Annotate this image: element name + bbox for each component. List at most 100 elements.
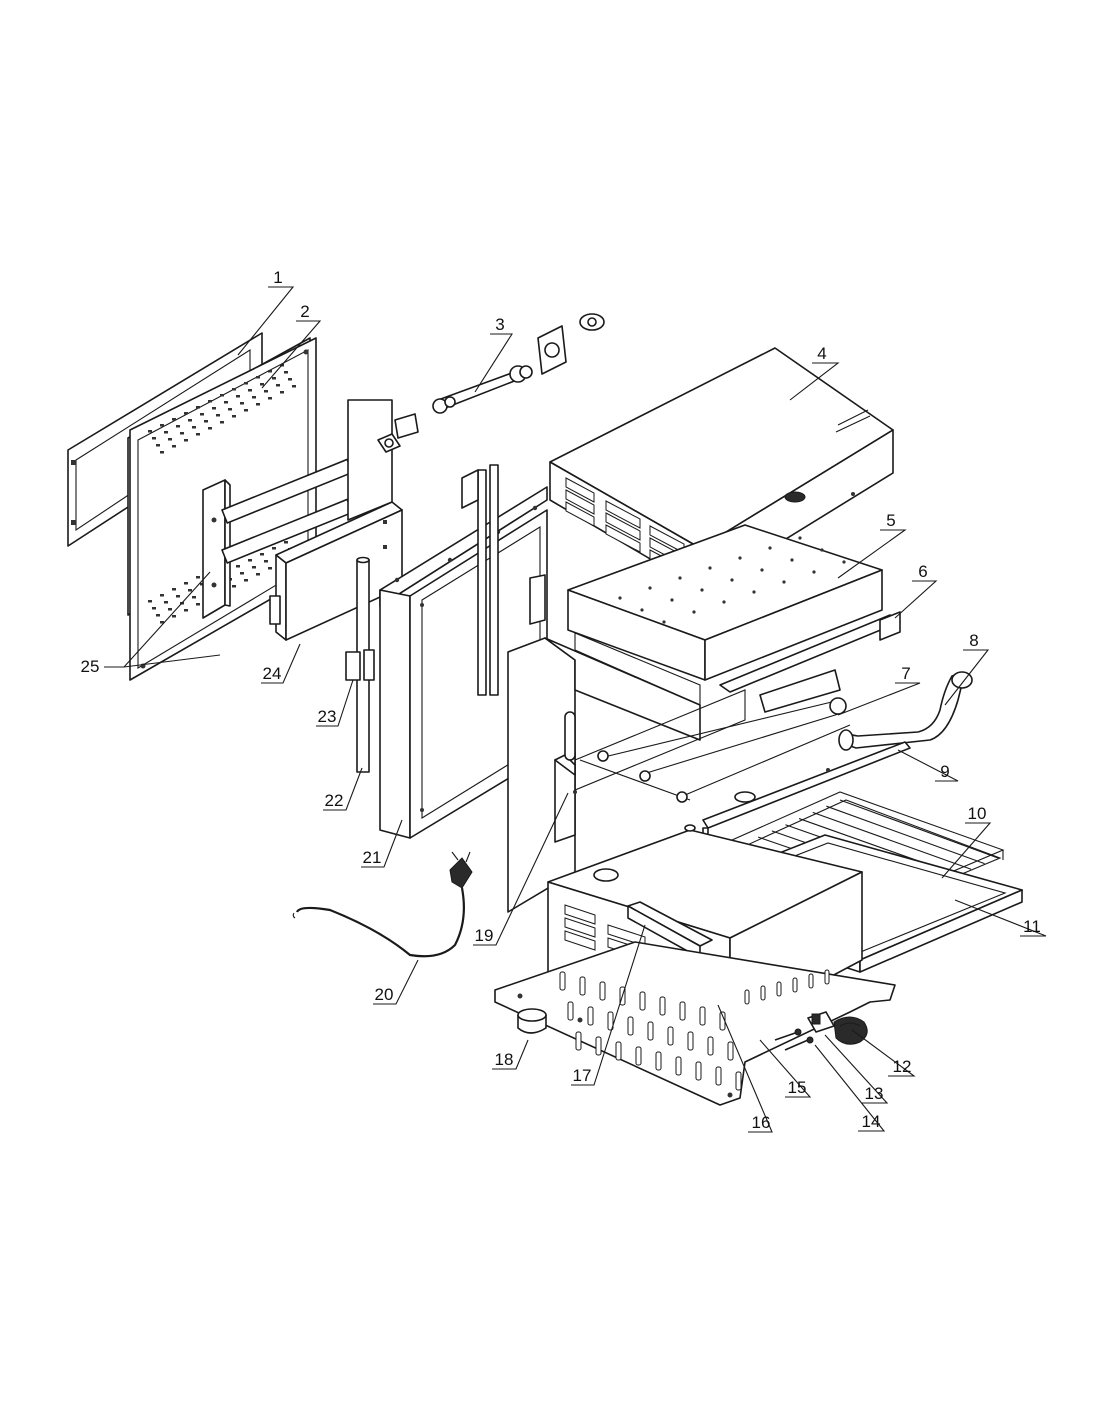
tray-hole: [738, 556, 742, 560]
callout-15: 15: [788, 1078, 807, 1097]
tray-hole: [790, 558, 794, 562]
callout-4: 4: [817, 344, 826, 363]
side-bracket: [202, 458, 354, 619]
motor-shaft: [432, 313, 605, 414]
perforation: [160, 424, 164, 427]
perforation: [268, 370, 272, 373]
perforation: [272, 377, 276, 380]
base-slot: [776, 981, 782, 997]
perforation: [236, 565, 240, 568]
perforation: [180, 432, 184, 435]
perforation: [172, 418, 176, 421]
base-slot: [715, 1066, 722, 1086]
perforation: [204, 420, 208, 423]
base-slot: [824, 969, 830, 985]
base-slot: [679, 1001, 686, 1021]
perforation: [272, 547, 276, 550]
perforation: [184, 582, 188, 585]
callout-14: 14: [862, 1112, 881, 1131]
perforation: [160, 594, 164, 597]
base-slot: [687, 1031, 694, 1051]
perforation: [256, 376, 260, 379]
control-knob: [833, 1016, 868, 1045]
perforation: [260, 553, 264, 556]
perforation: [220, 421, 224, 424]
perforation: [284, 541, 288, 544]
tube-element: [838, 671, 973, 751]
perforation: [184, 439, 188, 442]
tray-hole: [752, 590, 756, 594]
base-slot: [727, 1041, 734, 1061]
perforation: [172, 588, 176, 591]
perforation: [260, 383, 264, 386]
callout-5: 5: [886, 511, 895, 530]
perforation: [172, 445, 176, 448]
base-slot: [587, 1006, 594, 1026]
callout-22: 22: [325, 791, 344, 810]
perforation: [152, 437, 156, 440]
tray-hole: [692, 610, 696, 614]
base-slot: [675, 1056, 682, 1076]
perforation: [212, 407, 216, 410]
tray-hole: [820, 548, 824, 552]
callout-21: 21: [363, 848, 382, 867]
tray-hole: [760, 568, 764, 572]
base-slot: [579, 976, 586, 996]
perforation: [244, 579, 248, 582]
perforation: [176, 595, 180, 598]
perforation: [208, 427, 212, 430]
guide-rods: [461, 464, 499, 696]
perforation: [288, 378, 292, 381]
perforation: [152, 607, 156, 610]
tray-hole: [700, 588, 704, 592]
base-slot: [647, 1021, 654, 1041]
perforation: [148, 600, 152, 603]
perforation: [256, 403, 260, 406]
tray-hole: [782, 580, 786, 584]
perforation: [200, 413, 204, 416]
callout-leaders: [104, 286, 1047, 1133]
callout-labels: 1 2 3 4 5 6 7 8 9 10 11 12 13 14 15 16 1…: [81, 268, 1041, 1132]
base-slot: [792, 977, 798, 993]
base-slot: [615, 1041, 622, 1061]
callout-7: 7: [901, 664, 910, 683]
perforation: [188, 589, 192, 592]
callout-18: 18: [495, 1050, 514, 1069]
base-slot: [699, 1006, 706, 1026]
tray-hole: [670, 598, 674, 602]
perforation: [156, 614, 160, 617]
perforation: [276, 384, 280, 387]
perforation: [196, 576, 200, 579]
rack-bar: [812, 811, 972, 870]
tray-hole: [842, 560, 846, 564]
perforation: [248, 559, 252, 562]
perforation: [280, 391, 284, 394]
callout-23: 23: [318, 707, 337, 726]
perforation: [168, 608, 172, 611]
perforation: [176, 425, 180, 428]
perforation: [184, 412, 188, 415]
perforation: [184, 609, 188, 612]
perforation: [196, 406, 200, 409]
rod-clamp: [345, 649, 375, 681]
perforation: [252, 566, 256, 569]
perforation: [224, 401, 228, 404]
callout-11: 11: [1023, 917, 1041, 936]
callout-10: 10: [968, 804, 987, 823]
base-slot: [655, 1051, 662, 1071]
rack-bar: [826, 805, 985, 865]
perforation: [268, 397, 272, 400]
tray-hole: [768, 546, 772, 550]
perforation: [168, 438, 172, 441]
perforation: [192, 596, 196, 599]
callout-2: 2: [300, 302, 309, 321]
base-slot: [744, 989, 750, 1005]
mounting-screws: [774, 1028, 814, 1051]
perforation: [172, 615, 176, 618]
perforation: [220, 394, 224, 397]
perforation: [264, 560, 268, 563]
thermostat-switch: [807, 1011, 835, 1033]
callout-3: 3: [495, 315, 504, 334]
base-slot: [808, 973, 814, 989]
perforation: [252, 396, 256, 399]
